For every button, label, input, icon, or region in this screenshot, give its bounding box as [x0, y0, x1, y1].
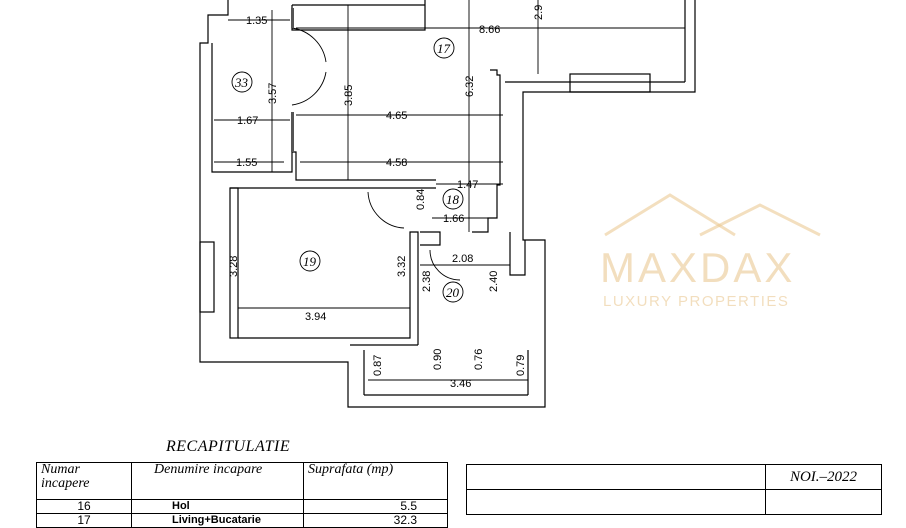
floor-plan: MAXDAX LUXURY PROPERTIES 17 33 18 19 20 … [199, 0, 821, 408]
watermark-tagline: LUXURY PROPERTIES [603, 293, 789, 310]
dim-label: 4.58 [386, 157, 407, 169]
title-block-cell [466, 489, 766, 515]
room-name: Living+Bucatarie [131, 513, 304, 528]
room-33-label: 33 [234, 75, 249, 90]
dim-label: 4.65 [386, 110, 407, 122]
watermark-text: MAXDAX [600, 244, 795, 291]
dimension-lines [214, 0, 685, 381]
title-block-cell [765, 489, 882, 515]
date-label: NOI.–2022 [765, 464, 882, 490]
room-number: 17 [36, 513, 132, 528]
dim-label: 0.76 [473, 349, 485, 370]
header-room-name: Denumire incapare [131, 462, 304, 500]
room-area: 32.3 [303, 513, 448, 528]
room-area: 5.5 [303, 499, 448, 514]
room-name: Hol [131, 499, 304, 514]
dim-label: 1.67 [237, 115, 258, 127]
dim-label: 3.32 [396, 256, 408, 277]
dim-label: 1.35 [246, 15, 267, 27]
dim-label: 1.55 [236, 157, 257, 169]
recap-title: RECAPITULATIE [166, 438, 291, 455]
table-row: 17 Living+Bucatarie 32.3 [36, 513, 448, 528]
walls [199, 0, 696, 408]
room-labels: 17 33 18 19 20 [231, 37, 464, 303]
table-header-row: Numar incapere Denumire incapare Suprafa… [36, 462, 448, 500]
dim-label: 3.94 [305, 311, 326, 323]
dim-label: 1.66 [443, 213, 464, 225]
dim-label: 2.38 [421, 271, 433, 292]
dim-label: 0.79 [515, 355, 527, 376]
dim-label: 6.32 [464, 76, 476, 97]
dim-label: 0.90 [432, 349, 444, 370]
room-number: 16 [36, 499, 132, 514]
dimension-labels: 1.35 8.66 2.9 3.57 3.85 6.32 1.67 4.65 1… [228, 5, 545, 390]
dim-label: 0.87 [372, 355, 384, 376]
room-17-label: 17 [437, 41, 451, 56]
dim-label: 1.47 [457, 179, 478, 191]
dim-label: 2.08 [452, 253, 473, 265]
doors [291, 8, 461, 281]
recap-table: Numar incapere Denumire incapare Suprafa… [36, 462, 448, 528]
dim-label: 2.9 [533, 5, 545, 20]
title-block-cell [466, 464, 766, 490]
title-block: NOI.–2022 [466, 464, 882, 515]
dim-label: 2.40 [488, 271, 500, 292]
room-18-label: 18 [446, 192, 460, 207]
dim-label: 0.84 [415, 189, 427, 210]
header-room-number: Numar incapere [36, 462, 132, 500]
room-20-label: 20 [446, 285, 460, 300]
watermark-logo: MAXDAX LUXURY PROPERTIES [600, 193, 821, 310]
dim-label: 3.57 [267, 83, 279, 104]
dim-label: 8.66 [479, 24, 500, 36]
table-row: 16 Hol 5.5 [36, 499, 448, 514]
dim-label: 3.28 [228, 256, 240, 277]
dim-label: 3.46 [450, 378, 471, 390]
room-19-label: 19 [303, 254, 317, 269]
header-area: Suprafata (mp) [303, 462, 448, 500]
dim-label: 3.85 [343, 85, 355, 106]
